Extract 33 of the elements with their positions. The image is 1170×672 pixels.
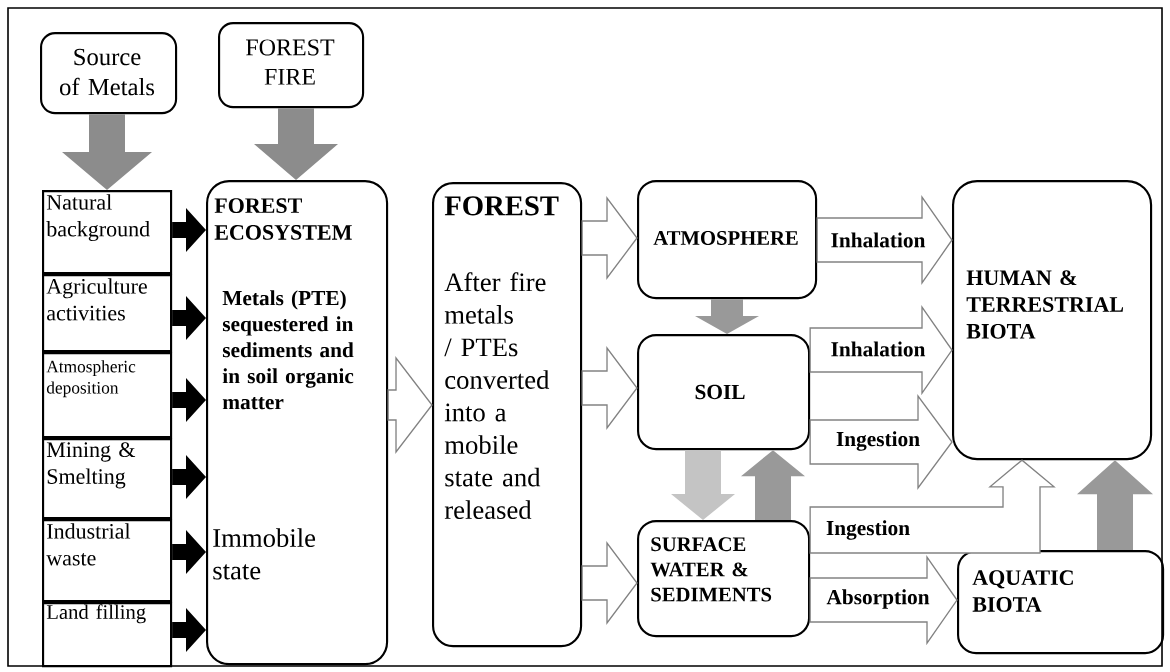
hollow-arrow xyxy=(581,196,638,280)
process-box: FOREST After fire metals / PTEs converted into a mobile state and released xyxy=(432,182,583,648)
chevron-arrow xyxy=(172,378,206,422)
chevron-arrow xyxy=(172,530,206,574)
process-box: ATMOSPHERE xyxy=(637,180,818,300)
block-arrow xyxy=(1077,460,1153,550)
block-arrow xyxy=(695,299,759,334)
edge-label: Inhalation xyxy=(829,231,927,249)
hollow-arrow xyxy=(581,346,638,430)
block-arrow xyxy=(254,108,338,180)
process-box: Mining & Smelting xyxy=(42,438,173,520)
chevron-arrow xyxy=(172,455,206,499)
process-box: Industrial waste xyxy=(42,519,173,603)
chevron-arrow xyxy=(172,296,206,340)
chevron-arrow xyxy=(172,608,206,652)
process-box: Land filling xyxy=(42,602,173,668)
edge-label: Absorption xyxy=(825,588,931,610)
chevron-arrow xyxy=(172,208,206,252)
process-box: HUMAN & TERRESTRIAL BIOTA xyxy=(952,180,1153,461)
process-box: Agriculture activities xyxy=(42,274,173,353)
hollow-arrow xyxy=(387,356,433,454)
block-arrow xyxy=(671,450,735,520)
block-arrow xyxy=(741,450,805,520)
process-box: SURFACE WATER & SEDIMENTS xyxy=(637,520,811,638)
hollow-arrow xyxy=(581,541,638,625)
block-arrow xyxy=(62,114,152,190)
process-box: FOREST ECOSYSTEM Metals (PTE) sequestered in sediments and in soil organic matter Immobile state xyxy=(206,180,389,666)
process-box: SOIL xyxy=(637,334,811,451)
edge-label: Inhalation xyxy=(829,340,927,358)
process-box: Source of Metals xyxy=(40,32,178,115)
process-box: Natural background xyxy=(42,190,173,275)
process-box: FOREST FIRE xyxy=(218,22,365,109)
process-box: Atmospheric deposition xyxy=(42,352,173,439)
